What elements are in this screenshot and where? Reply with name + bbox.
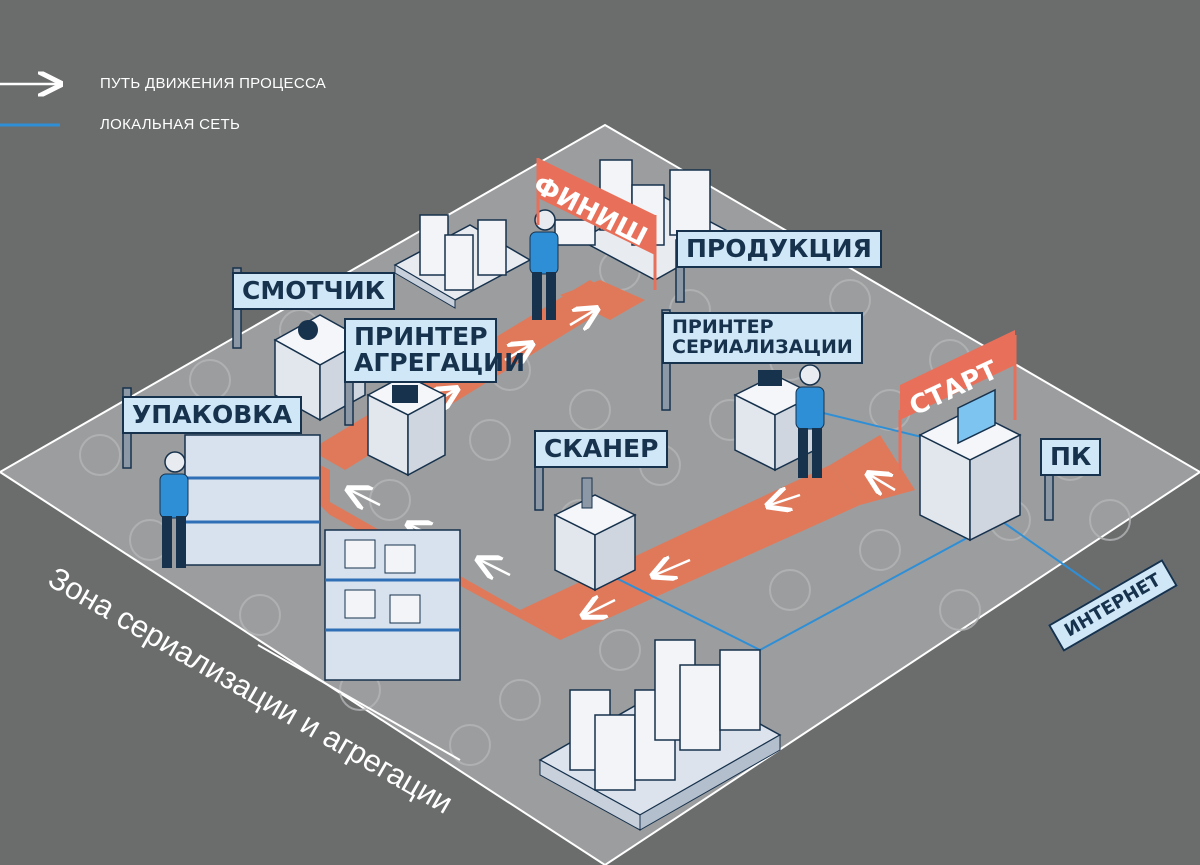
sign-printer-aggregation: ПРИНТЕР АГРЕГАЦИИ <box>344 318 525 383</box>
sign-skaner: СКАНЕР <box>534 430 669 469</box>
sign-printer-aggregation-line2: АГРЕГАЦИИ <box>354 348 525 378</box>
rack-right <box>324 529 461 681</box>
legend-path-label: ПУТЬ ДВИЖЕНИЯ ПРОЦЕССА <box>100 75 327 92</box>
serialization-printer-table <box>733 370 817 472</box>
rack-left <box>184 434 321 566</box>
sign-upakovka: УПАКОВКА <box>122 396 303 435</box>
legend-network-label: ЛОКАЛЬНАЯ СЕТЬ <box>100 116 241 133</box>
pallet-bottom <box>538 639 782 831</box>
sign-smotchik: СМОТЧИК <box>232 272 396 311</box>
sign-produktsiya: ПРОДУКЦИЯ <box>676 230 882 269</box>
zone-label-underline <box>257 644 461 761</box>
worker-serialization <box>795 364 825 478</box>
worker-packing <box>159 451 189 568</box>
finish-flag <box>536 158 657 290</box>
pc-desk <box>918 388 1022 542</box>
aggregation-printer <box>366 374 447 477</box>
pallet-top-left <box>393 214 532 309</box>
network-pc-to-internet <box>999 519 1101 591</box>
start-flag <box>898 330 1017 470</box>
sign-printer-serialization-line2: СЕРИАЛИЗАЦИИ <box>672 335 853 358</box>
sign-pk: ПК <box>1040 438 1102 477</box>
scanner-table <box>553 477 637 592</box>
worker-finish <box>529 209 559 320</box>
sign-printer-serialization: ПРИНТЕР СЕРИАЛИЗАЦИИ <box>662 312 863 364</box>
sign-printer-serialization-line1: ПРИНТЕР <box>672 316 774 338</box>
path-segment-top <box>560 280 645 320</box>
sign-printer-aggregation-line1: ПРИНТЕР <box>354 322 488 351</box>
